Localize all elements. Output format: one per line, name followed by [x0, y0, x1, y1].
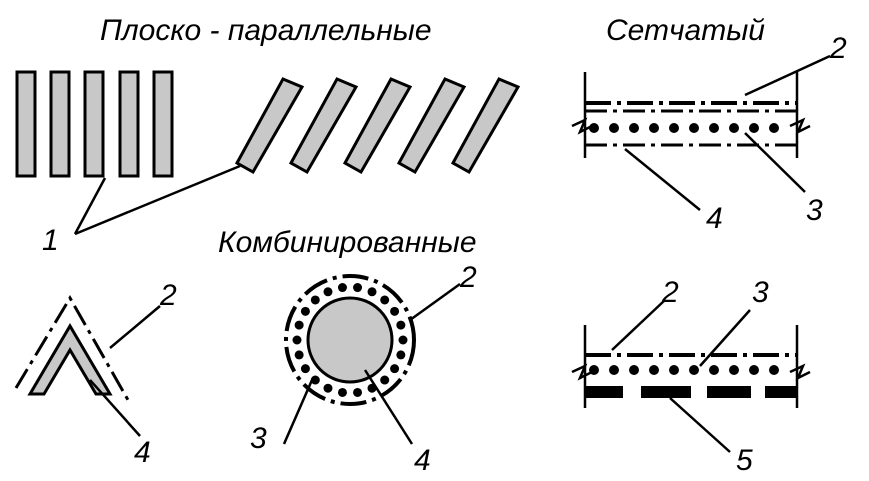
vertical-bar	[49, 70, 71, 178]
ring-dot	[353, 387, 363, 397]
ring-dot	[367, 287, 377, 297]
circle-dot-ring	[292, 283, 408, 397]
inclined-bar	[450, 77, 521, 175]
ring-dot	[380, 375, 390, 385]
label-mesh-top-3: 3	[806, 194, 823, 227]
label-mesh-bottom-3: 3	[752, 276, 769, 309]
ring-dot	[294, 350, 304, 360]
ring-dot	[294, 320, 304, 330]
circle-combined	[282, 274, 461, 445]
ring-dot	[310, 375, 320, 385]
ring-dot	[300, 364, 310, 374]
title-combined: Комбинированные	[218, 226, 477, 259]
label-circle-3: 3	[250, 422, 267, 455]
ring-dot	[292, 335, 302, 345]
label-mesh-top-2: 2	[829, 32, 847, 65]
ring-dot	[396, 350, 406, 360]
dot-row	[589, 365, 779, 375]
ring-dot	[396, 320, 406, 330]
ring-dot	[380, 295, 390, 305]
ring-dot	[390, 364, 400, 374]
label-circle-2: 2	[459, 261, 477, 294]
ring-dot	[310, 295, 320, 305]
vertical-bar	[118, 70, 140, 178]
label-circle-4: 4	[414, 444, 431, 477]
mesh-bottom	[571, 299, 811, 453]
angle-dashdot	[14, 295, 130, 401]
ring-dot	[323, 287, 333, 297]
leader-1	[73, 164, 241, 236]
ring-dot	[337, 283, 347, 293]
solid-bars-5	[585, 386, 797, 398]
inclined-bar	[234, 77, 305, 175]
angle-profile	[14, 295, 161, 437]
label-angle-2: 2	[159, 279, 177, 312]
circle-dashdot	[284, 274, 416, 406]
label-angle-4: 4	[134, 436, 151, 469]
circle-core	[306, 296, 394, 384]
ring-dot	[337, 387, 347, 397]
vertical-bar	[152, 70, 174, 178]
ring-dot	[390, 306, 400, 316]
label-mesh-bottom-5: 5	[736, 444, 753, 477]
mesh-top	[571, 54, 831, 211]
dot-row-3	[589, 123, 779, 133]
ring-dot	[323, 383, 333, 393]
ring-dot	[353, 283, 363, 293]
ring-dot	[300, 306, 310, 316]
vertical-bar	[15, 70, 37, 178]
title-mesh: Сетчатый	[606, 14, 765, 47]
angle-bar	[27, 323, 113, 396]
inclined-bar	[342, 77, 413, 175]
ring-dot	[398, 335, 408, 345]
vertical-bar	[83, 70, 105, 178]
vertical-bars	[15, 70, 174, 178]
inclined-bars	[234, 77, 521, 175]
inclined-bar	[288, 77, 359, 175]
inclined-bar	[396, 77, 467, 175]
label-1: 1	[42, 224, 59, 257]
title-plane-parallel: Плоско - параллельные	[100, 14, 432, 47]
label-mesh-bottom-2: 2	[661, 276, 679, 309]
label-mesh-top-4: 4	[706, 202, 723, 235]
